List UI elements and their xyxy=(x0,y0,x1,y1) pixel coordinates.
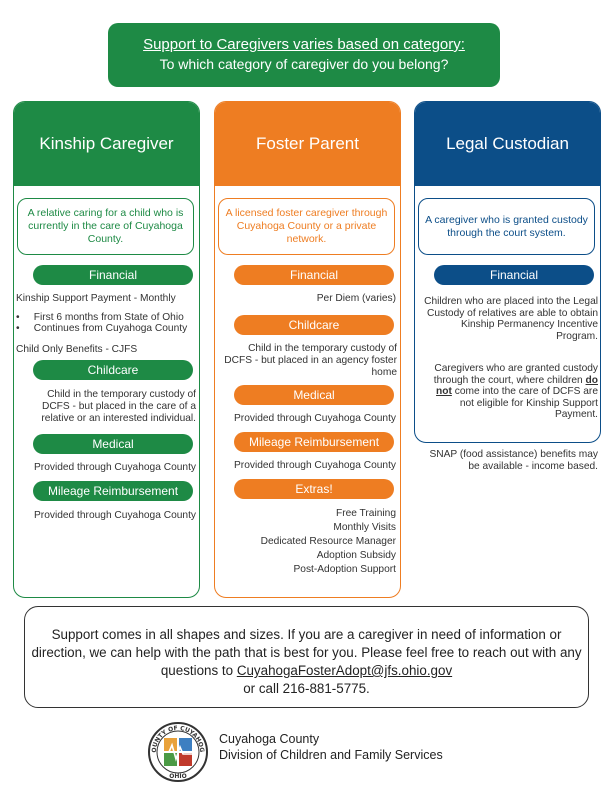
email-link[interactable]: CuyahogaFosterAdopt@jfs.ohio.gov xyxy=(236,663,453,678)
kinship-mileage-pill: Mileage Reimbursement xyxy=(33,481,193,501)
emphasis-do-not: do not xyxy=(436,374,598,398)
kinship-heading: Kinship Caregiver xyxy=(14,102,199,186)
header-banner: Support to Caregivers varies based on ca… xyxy=(108,23,500,87)
foster-extras-pill: Extras! xyxy=(234,479,394,499)
list-item: Free Training xyxy=(335,508,396,519)
kinship-bullet-1: • First 6 months from State of Ohio xyxy=(16,312,184,323)
legal-para-2: Caregivers who are granted custody throu… xyxy=(433,363,598,420)
county-seal-logo: COUNTY OF CUYAHOGA OHIO xyxy=(145,716,209,783)
org-line-2: Division of Children and Family Services xyxy=(219,748,443,762)
legal-description: A caregiver who is granted custody throu… xyxy=(418,198,595,255)
list-item: Post-Adoption Support xyxy=(293,564,396,575)
org-name: Cuyahoga County Division of Children and… xyxy=(219,731,443,763)
foster-childcare-text: Child in the temporary custody of DCFS -… xyxy=(224,343,397,378)
svg-text:OHIO: OHIO xyxy=(169,773,186,780)
list-item: Adoption Subsidy xyxy=(316,550,396,561)
kinship-childcare-text: Child in the temporary custody of DCFS -… xyxy=(41,389,196,424)
kinship-column: Kinship Caregiver xyxy=(13,101,200,598)
foster-financial-pill: Financial xyxy=(234,265,394,285)
foster-financial-text: Per Diem (varies) xyxy=(316,293,396,304)
banner-subtitle: To which category of caregiver do you be… xyxy=(159,56,449,72)
foster-medical-pill: Medical xyxy=(234,385,394,405)
kinship-childcare-pill: Childcare xyxy=(33,360,193,380)
kinship-financial-payment: Kinship Support Payment - Monthly xyxy=(16,293,176,304)
legal-para-1: Children who are placed into the Legal C… xyxy=(424,296,598,342)
list-item: Monthly Visits xyxy=(333,522,396,533)
banner-title: Support to Caregivers varies based on ca… xyxy=(143,36,465,53)
foster-description: A licensed foster caregiver through Cuya… xyxy=(218,198,395,255)
support-message-box: Support comes in all shapes and sizes. I… xyxy=(24,606,589,708)
kinship-mileage-text: Provided through Cuyahoga County xyxy=(34,510,196,521)
list-item: Dedicated Resource Manager xyxy=(260,536,396,547)
foster-childcare-pill: Childcare xyxy=(234,315,394,335)
legal-financial-pill: Financial xyxy=(434,265,594,285)
foster-column: Foster Parent xyxy=(214,101,401,598)
foster-heading: Foster Parent xyxy=(215,102,400,186)
kinship-financial-pill: Financial xyxy=(33,265,193,285)
kinship-child-only: Child Only Benefits - CJFS xyxy=(16,344,138,355)
foster-mileage-pill: Mileage Reimbursement xyxy=(234,432,394,452)
support-message-text: Support comes in all shapes and sizes. I… xyxy=(31,627,582,678)
legal-heading: Legal Custodian xyxy=(415,102,600,186)
foster-mileage-text: Provided through Cuyahoga County xyxy=(234,460,396,471)
kinship-medical-text: Provided through Cuyahoga County xyxy=(34,462,196,473)
support-phone-text: or call 216-881-5775. xyxy=(243,681,370,696)
org-line-1: Cuyahoga County xyxy=(219,732,320,746)
kinship-bullet-2: • Continues from Cuyahoga County xyxy=(16,323,188,334)
foster-extras-list: Free Training Monthly Visits Dedicated R… xyxy=(220,507,396,577)
kinship-description: A relative caring for a child who is cur… xyxy=(17,198,194,255)
kinship-medical-pill: Medical xyxy=(33,434,193,454)
foster-medical-text: Provided through Cuyahoga County xyxy=(234,413,396,424)
legal-para-3: SNAP (food assistance) benefits may be a… xyxy=(429,449,598,472)
